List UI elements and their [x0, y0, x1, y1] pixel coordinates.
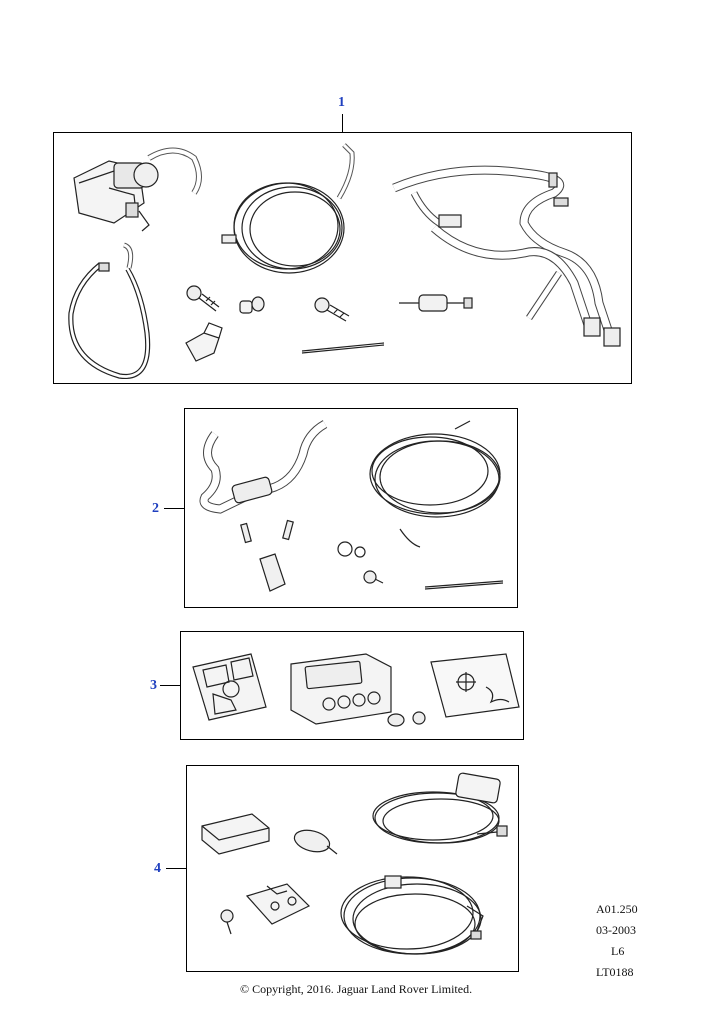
- screw-part[interactable]: [314, 297, 350, 322]
- callout-1[interactable]: 1: [338, 95, 345, 110]
- coolant-hose-assembly-part[interactable]: [392, 165, 621, 347]
- reference-variant: L6: [611, 944, 625, 958]
- antenna-cable-part[interactable]: [372, 772, 508, 844]
- kit-panel-4: [186, 765, 519, 972]
- fuse-part[interactable]: [240, 519, 294, 544]
- hose-with-valve-part[interactable]: [199, 420, 328, 514]
- reference-code: A01.250: [596, 902, 638, 916]
- reference-date: 03-2003: [596, 923, 636, 937]
- leader-line-1: [342, 114, 343, 132]
- kit-2-illustration: [199, 420, 504, 592]
- hose-clamp-part[interactable]: [337, 541, 384, 584]
- leader-line-3: [160, 685, 180, 686]
- harness-coil-part[interactable]: [340, 875, 484, 955]
- wiring-harness-part[interactable]: [369, 420, 501, 548]
- kit-panel-1: [53, 132, 632, 384]
- knob-part[interactable]: [387, 711, 426, 727]
- receiver-module-part[interactable]: [201, 813, 270, 855]
- screw-part[interactable]: [220, 909, 234, 935]
- cable-tie-part[interactable]: [301, 342, 385, 354]
- bolt-part[interactable]: [186, 285, 220, 312]
- callout-4[interactable]: 4: [154, 861, 161, 876]
- mounting-bracket-part[interactable]: [245, 883, 311, 925]
- remote-fob-part[interactable]: [292, 827, 338, 856]
- kit-panel-3: [180, 631, 524, 740]
- kit-3-illustration: [192, 653, 520, 727]
- fuel-pump-part[interactable]: [399, 294, 473, 312]
- timer-control-unit-part[interactable]: [290, 653, 392, 725]
- instruction-sheet-part[interactable]: [430, 653, 520, 718]
- copyright-notice: © Copyright, 2016. Jaguar Land Rover Lim…: [240, 982, 473, 996]
- kit-4-illustration: [201, 772, 508, 955]
- heater-unit-part[interactable]: [73, 147, 202, 232]
- leader-line-2: [164, 508, 184, 509]
- cable-tie-part[interactable]: [424, 580, 504, 590]
- clip-part[interactable]: [259, 553, 286, 592]
- kit-1-illustration: [68, 143, 621, 380]
- bracket-part[interactable]: [185, 322, 223, 362]
- illustration-id: LT0188: [596, 965, 634, 979]
- wiring-loop-part[interactable]: [68, 242, 151, 380]
- fuel-line-coil-part[interactable]: [221, 143, 355, 274]
- grommet-part[interactable]: [239, 296, 265, 314]
- leader-line-4: [166, 868, 186, 869]
- callout-3[interactable]: 3: [150, 678, 157, 693]
- callout-2[interactable]: 2: [152, 501, 159, 516]
- mounting-plate-part[interactable]: [192, 653, 267, 721]
- kit-panel-2: [184, 408, 518, 608]
